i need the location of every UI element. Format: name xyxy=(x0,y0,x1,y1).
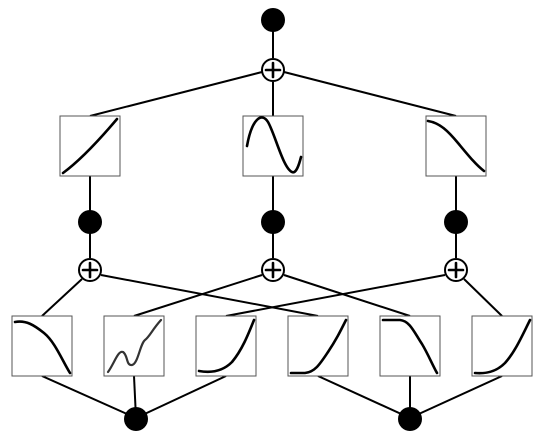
activation-box-r2-2 xyxy=(103,315,165,377)
edge-sum-box1 xyxy=(89,71,263,117)
edge-box4-in2 xyxy=(317,375,411,419)
input-node-1 xyxy=(124,407,148,431)
activation-box-r1-2 xyxy=(242,115,304,177)
edge-box3-in1 xyxy=(135,375,227,419)
sum-middle-3 xyxy=(444,258,468,282)
activation-box-r2-5 xyxy=(379,315,441,377)
edge-sum1-box4 xyxy=(100,274,319,317)
edge-box1-in1 xyxy=(41,375,137,419)
edge-sum2-box2 xyxy=(133,274,263,317)
edge-sum3-box6 xyxy=(463,278,503,317)
edge-sum-box3 xyxy=(283,71,457,117)
edges xyxy=(41,20,503,419)
hidden-node-1 xyxy=(78,210,102,234)
output-node xyxy=(261,8,285,32)
activation-box-r2-1 xyxy=(11,315,73,377)
activation-box-r1-1 xyxy=(59,115,121,177)
activation-box-r1-3 xyxy=(425,115,487,177)
input-node-2 xyxy=(398,407,422,431)
activation-box-r2-6 xyxy=(471,315,533,377)
hidden-node-2 xyxy=(261,210,285,234)
edge-sum1-box1 xyxy=(41,278,83,317)
edge-box6-in2 xyxy=(409,375,503,419)
hidden-node-3 xyxy=(444,210,468,234)
activation-box-r2-3 xyxy=(195,315,257,377)
sum-top xyxy=(261,58,285,82)
activation-box-r2-4 xyxy=(287,315,349,377)
sum-middle-1 xyxy=(78,258,102,282)
edge-sum3-box3 xyxy=(225,274,446,317)
edge-sum2-box5 xyxy=(283,274,411,317)
sum-middle-2 xyxy=(261,258,285,282)
nodes xyxy=(78,8,468,431)
